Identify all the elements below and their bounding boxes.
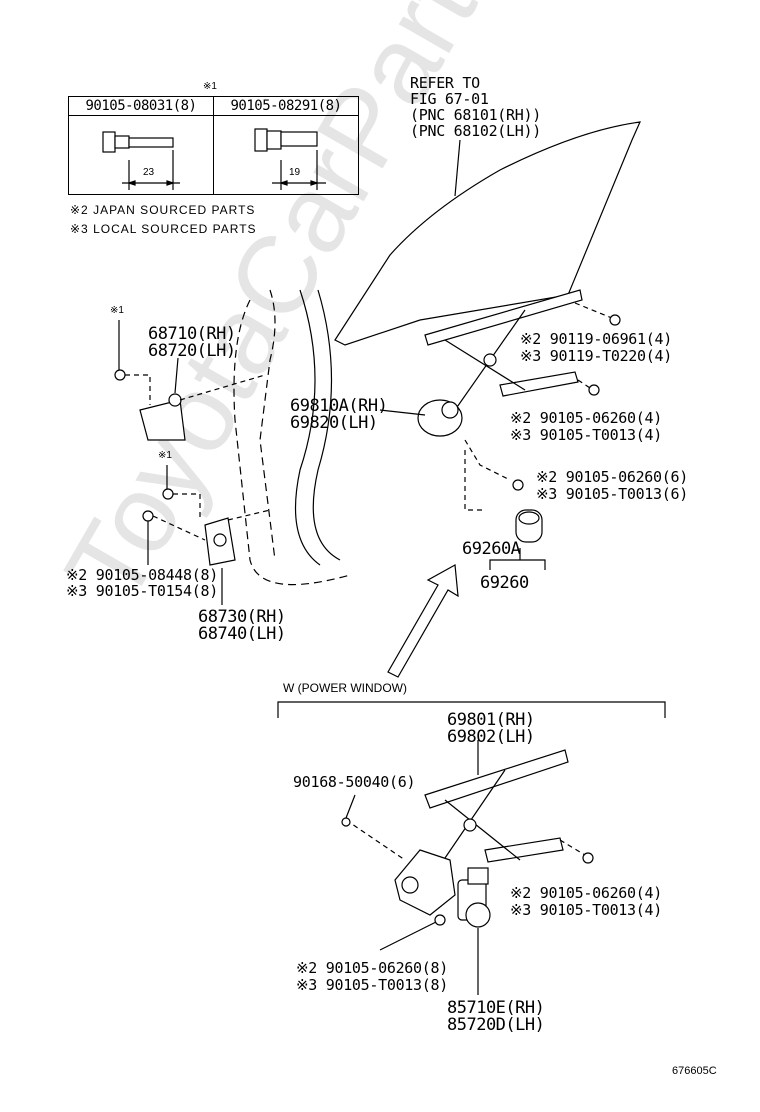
power-window-heading: W (POWER WINDOW) [283, 681, 407, 695]
power-bolt2-a: ※2 90105-06260(8) [296, 959, 448, 977]
power-bolt2-b: ※3 90105-T0013(8) [296, 976, 448, 994]
bolt1-dimension: 23 [143, 167, 155, 178]
power-regulator-rh: 69801(RH) [447, 710, 535, 730]
power-bolt1-b: ※3 90105-T0013(4) [510, 901, 662, 919]
lower-hinge-mark: ※1 [158, 450, 172, 461]
bolt-table-col2-cell [213, 115, 359, 195]
refer-line1: REFER TO [410, 74, 480, 92]
motor-rh: 85710E(RH) [447, 998, 545, 1018]
regulator-bolt3-a: ※2 90105-06260(6) [536, 468, 688, 486]
cover-part: 69260 [480, 573, 529, 593]
window-motor [457, 867, 491, 928]
door-frame [233, 299, 351, 586]
bolt-table: 90105-08031(8) 90105-08291(8) [68, 96, 359, 195]
upper-hinge-lh: 68720(LH) [148, 341, 236, 361]
lower-hinge-rh: 68730(RH) [198, 607, 286, 627]
lower-hinge-lh: 68740(LH) [198, 624, 286, 644]
power-bolt1-a: ※2 90105-06260(4) [510, 884, 662, 902]
regulator-bolt3-b: ※3 90105-T0013(6) [536, 485, 688, 503]
bolt-table-note-mark: ※1 [203, 81, 217, 92]
regulator-bolt2-a: ※2 90105-06260(4) [510, 409, 662, 427]
motor-lh: 85720D(LH) [447, 1015, 545, 1035]
regulator-bolt1-a: ※2 90119-06961(4) [520, 330, 672, 348]
lower-hinge-bolt-a: ※2 90105-08448(8) [66, 566, 218, 584]
bolt-table-col1-header: 90105-08031(8) [68, 96, 214, 116]
bolt2-dimension: 19 [289, 167, 301, 178]
refer-line4: (PNC 68102(LH)) [410, 122, 541, 140]
manual-regulator [417, 289, 583, 437]
upper-hinge-mark: ※1 [110, 305, 124, 316]
bolt-table-col1-cell [68, 115, 214, 195]
cover-part-a: 69260A [462, 539, 521, 559]
note-japan: ※2 JAPAN SOURCED PARTS [70, 203, 256, 217]
regulator-rh: 69810A(RH) [290, 396, 388, 416]
lower-hinge [142, 488, 236, 566]
power-regulator-lh: 69802(LH) [447, 727, 535, 747]
refer-line2: FIG 67-01 [410, 90, 489, 108]
lower-hinge-bolt-b: ※3 90105-T0154(8) [66, 582, 218, 600]
power-regulator [394, 749, 569, 916]
bolt-table-col2-header: 90105-08291(8) [213, 96, 359, 116]
upper-hinge [114, 369, 186, 441]
handle-cover [515, 509, 543, 543]
regulator-bolt2-b: ※3 90105-T0013(4) [510, 426, 662, 444]
regulator-bolt1-b: ※3 90119-T0220(4) [520, 347, 672, 365]
window-glass [334, 121, 641, 346]
regulator-lh: 69820(LH) [290, 413, 378, 433]
upper-hinge-rh: 68710(RH) [148, 324, 236, 344]
note-local: ※3 LOCAL SOURCED PARTS [70, 222, 257, 236]
power-window-arrow [387, 564, 459, 678]
figure-code: 676605C [672, 1065, 717, 1077]
refer-line3: (PNC 68101(RH)) [410, 106, 541, 124]
power-screw: 90168-50040(6) [293, 773, 416, 791]
